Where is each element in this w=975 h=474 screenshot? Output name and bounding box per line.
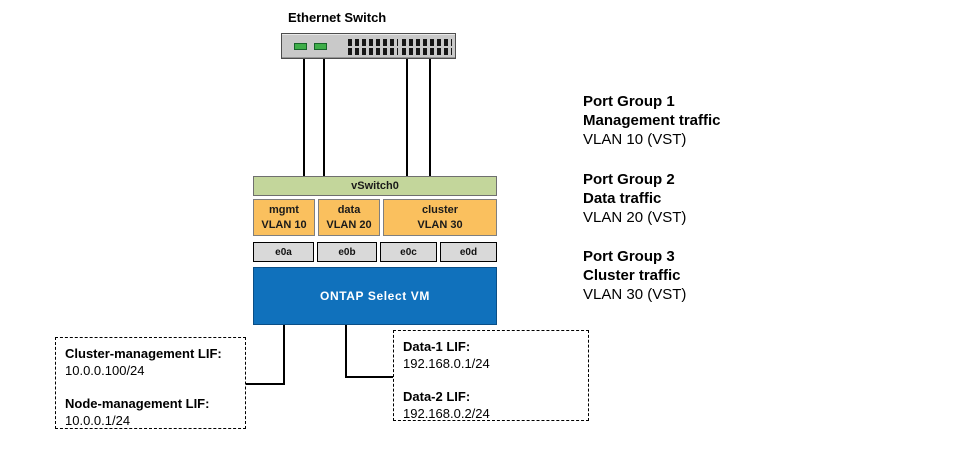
uplink-line [303, 59, 305, 176]
port-group-2-legend: Port Group 2 Data traffic VLAN 20 (VST) [583, 170, 686, 227]
vswitch-label: vSwitch0 [351, 180, 399, 192]
port-group-1-legend: Port Group 1 Management traffic VLAN 10 … [583, 92, 721, 149]
nic-port-e0a: e0a [253, 242, 314, 262]
portgroup-box-mgmt: mgmt VLAN 10 [253, 199, 315, 236]
spacer [403, 372, 579, 388]
portgroup-vlan: VLAN 20 [326, 218, 372, 231]
portgroup-vlan: VLAN 10 [261, 218, 307, 231]
spacer [65, 379, 236, 395]
ethernet-switch-graphic [281, 33, 456, 59]
callout-connector-line [345, 325, 347, 378]
nic-port-e0d: e0d [440, 242, 497, 262]
nic-port-e0b: e0b [317, 242, 377, 262]
callout-title: Cluster-management LIF: [65, 346, 222, 361]
port-group-title: Port Group 3 [583, 248, 675, 265]
callout-title: Data-1 LIF: [403, 339, 471, 354]
callout-connector-line [345, 376, 393, 378]
port-group-vlan: VLAN 10 (VST) [583, 131, 687, 148]
switch-ports-icon [348, 39, 398, 57]
portgroup-name: mgmt [269, 204, 299, 217]
switch-led-icon [294, 43, 307, 50]
data-lif-callout: Data-1 LIF: 192.168.0.1/24 Data-2 LIF: 1… [393, 330, 589, 421]
portgroup-vlan: VLAN 30 [417, 218, 463, 231]
switch-port-row [348, 48, 398, 55]
management-lif-callout: Cluster-management LIF: 10.0.0.100/24 No… [55, 337, 246, 429]
callout-value: 10.0.0.100/24 [65, 363, 145, 378]
portgroup-name: data [337, 204, 361, 217]
port-group-subtitle: Data traffic [583, 190, 662, 207]
port-group-vlan: VLAN 30 (VST) [583, 286, 687, 303]
switch-ports-icon [402, 39, 452, 57]
ethernet-switch-label: Ethernet Switch [288, 10, 387, 25]
vm-label: ONTAP Select VM [320, 289, 430, 303]
nic-port-e0c: e0c [380, 242, 437, 262]
port-group-subtitle: Management traffic [583, 112, 721, 129]
uplink-line [429, 59, 431, 176]
port-group-title: Port Group 2 [583, 171, 675, 188]
switch-port-row [402, 39, 452, 46]
vswitch-bar: vSwitch0 [253, 176, 497, 196]
callout-value: 192.168.0.1/24 [403, 356, 490, 371]
callout-connector-line [246, 383, 285, 385]
callout-title: Data-2 LIF: [403, 389, 471, 404]
port-group-3-legend: Port Group 3 Cluster traffic VLAN 30 (VS… [583, 247, 686, 304]
uplink-line [406, 59, 408, 176]
portgroup-box-cluster: cluster VLAN 30 [383, 199, 497, 236]
switch-port-row [348, 39, 398, 46]
switch-led-icon [314, 43, 327, 50]
switch-port-row [402, 48, 452, 55]
callout-value: 10.0.0.1/24 [65, 413, 131, 428]
callout-connector-line [283, 325, 285, 385]
portgroup-name: cluster [421, 204, 459, 217]
port-group-subtitle: Cluster traffic [583, 267, 681, 284]
callout-value: 192.168.0.2/24 [403, 406, 490, 421]
port-group-title: Port Group 1 [583, 93, 675, 110]
uplink-line [323, 59, 325, 176]
ontap-select-vm-box: ONTAP Select VM [253, 267, 497, 325]
port-group-vlan: VLAN 20 (VST) [583, 209, 687, 226]
portgroup-box-data: data VLAN 20 [318, 199, 380, 236]
callout-title: Node-management LIF: [65, 396, 210, 411]
